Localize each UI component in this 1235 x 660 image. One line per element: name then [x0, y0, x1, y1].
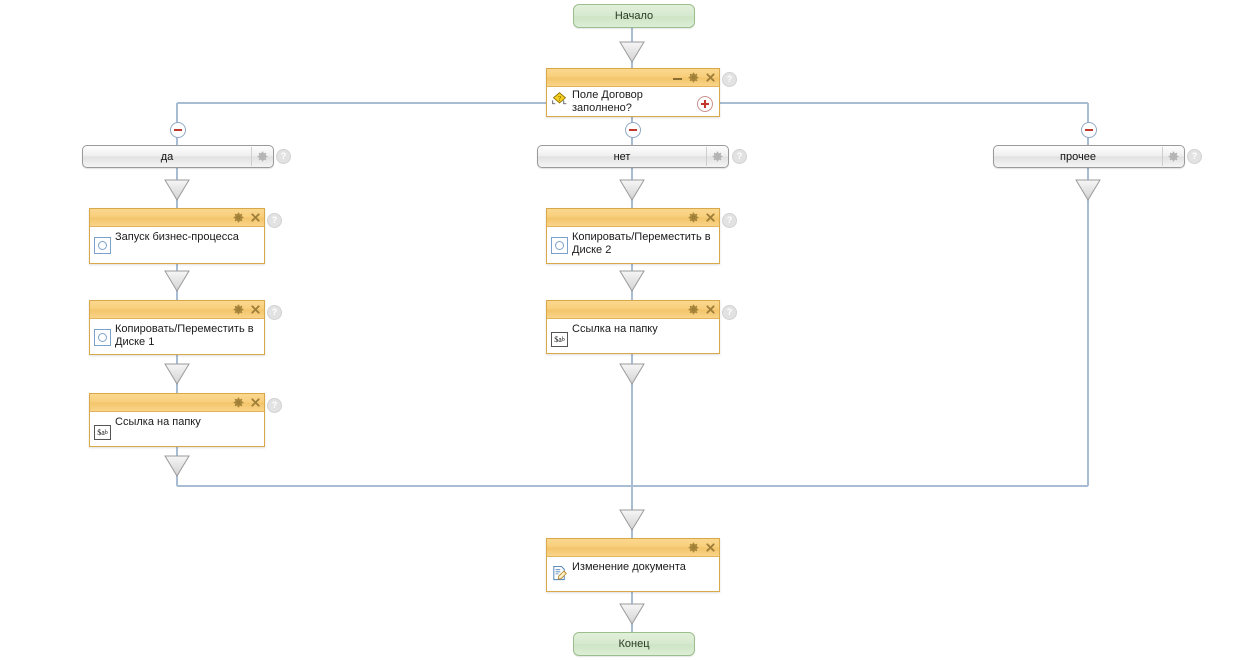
- variable-glyph-subscript: b: [561, 336, 565, 343]
- help-label: ?: [271, 215, 278, 225]
- close-icon[interactable]: [705, 542, 716, 553]
- activity-node-disk-copy-2[interactable]: Копировать/Переместить в Диске 2: [546, 208, 720, 264]
- branch-yes-label: да: [160, 150, 174, 163]
- node-label: Запуск бизнес-процесса: [115, 231, 239, 243]
- help-label: ?: [726, 215, 733, 225]
- branch-no-label: нет: [613, 150, 631, 163]
- node-header: [547, 209, 719, 227]
- gear-icon[interactable]: [688, 212, 699, 223]
- gear-icon[interactable]: [688, 304, 699, 315]
- activity-help-icon[interactable]: ?: [267, 398, 282, 413]
- branch-yes-help-icon[interactable]: ?: [276, 149, 291, 164]
- start-terminator-label: Начало: [614, 10, 654, 22]
- node-body: Запуск бизнес-процесса: [90, 227, 264, 261]
- activity-help-icon[interactable]: ?: [722, 305, 737, 320]
- gear-icon[interactable]: [251, 147, 272, 166]
- gear-icon[interactable]: [688, 72, 699, 83]
- gear-icon[interactable]: [706, 147, 727, 166]
- activity-node-edit-document[interactable]: Изменение документа: [546, 538, 720, 592]
- add-branch-button[interactable]: [697, 96, 713, 112]
- node-label: Копировать/Переместить в Диске 1: [115, 323, 254, 348]
- branch-no-help-icon[interactable]: ?: [732, 149, 747, 164]
- activity-help-icon[interactable]: ?: [722, 213, 737, 228]
- node-header: [90, 301, 264, 319]
- condition-node-help-icon[interactable]: ?: [722, 72, 737, 87]
- node-label: Изменение документа: [572, 561, 686, 573]
- node-header: [90, 209, 264, 227]
- branch-yes[interactable]: да: [82, 145, 274, 168]
- branch-other-label: прочее: [1060, 150, 1096, 163]
- end-terminator-label: Конец: [618, 638, 650, 650]
- activity-node-start-process[interactable]: Запуск бизнес-процесса: [89, 208, 265, 264]
- end-terminator[interactable]: Конец: [573, 632, 695, 656]
- branch-no[interactable]: нет: [537, 145, 729, 168]
- condition-node-label: Поле Договор заполнено?: [572, 89, 643, 114]
- node-body: Изменение документа: [547, 557, 719, 591]
- variable-glyph-subscript: b: [104, 429, 108, 436]
- node-body: Копировать/Переместить в Диске 1: [90, 319, 264, 353]
- activity-help-icon[interactable]: ?: [267, 213, 282, 228]
- condition-node[interactable]: ? Поле Договор заполнено?: [546, 68, 720, 117]
- help-label: ?: [271, 307, 278, 317]
- close-icon[interactable]: [250, 212, 261, 223]
- edit-document-icon: [551, 565, 568, 582]
- help-label: ?: [726, 307, 733, 317]
- collapse-toggle-no[interactable]: [625, 122, 641, 138]
- collapse-toggle-other[interactable]: [1081, 122, 1097, 138]
- close-icon[interactable]: [705, 304, 716, 315]
- activity-help-icon[interactable]: ?: [267, 305, 282, 320]
- gear-icon[interactable]: [688, 542, 699, 553]
- node-header: [547, 539, 719, 557]
- close-icon[interactable]: [250, 304, 261, 315]
- disk-copy-icon: [94, 329, 111, 346]
- variable-glyph-text: $a: [554, 335, 562, 344]
- gear-icon[interactable]: [233, 304, 244, 315]
- gear-icon[interactable]: [233, 212, 244, 223]
- condition-node-body: ? Поле Договор заполнено?: [547, 87, 719, 119]
- gear-icon[interactable]: [1162, 147, 1183, 166]
- start-process-icon: [94, 237, 111, 254]
- disk-copy-icon: [551, 237, 568, 254]
- node-header: [547, 301, 719, 319]
- minimize-icon[interactable]: [673, 73, 682, 82]
- variable-glyph-text: $a: [97, 428, 105, 437]
- gear-icon[interactable]: [233, 397, 244, 408]
- condition-diamond-icon: ?: [551, 91, 568, 108]
- help-label: ?: [271, 400, 278, 410]
- node-header: [90, 394, 264, 412]
- condition-node-header: [547, 69, 719, 87]
- help-label: ?: [1191, 151, 1198, 161]
- node-body: Копировать/Переместить в Диске 2: [547, 227, 719, 261]
- help-label: ?: [736, 151, 743, 161]
- branch-other[interactable]: прочее: [993, 145, 1185, 168]
- node-label: Ссылка на папку: [572, 323, 658, 335]
- close-icon[interactable]: [250, 397, 261, 408]
- branch-other-help-icon[interactable]: ?: [1187, 149, 1202, 164]
- collapse-toggle-yes[interactable]: [170, 122, 186, 138]
- close-icon[interactable]: [705, 212, 716, 223]
- close-icon[interactable]: [705, 72, 716, 83]
- node-label: Копировать/Переместить в Диске 2: [572, 231, 711, 256]
- help-label: ?: [726, 74, 733, 84]
- svg-text:?: ?: [558, 96, 561, 103]
- start-terminator[interactable]: Начало: [573, 4, 695, 28]
- activity-node-disk-copy-1[interactable]: Копировать/Переместить в Диске 1: [89, 300, 265, 355]
- help-label: ?: [280, 151, 287, 161]
- node-label: Ссылка на папку: [115, 416, 201, 428]
